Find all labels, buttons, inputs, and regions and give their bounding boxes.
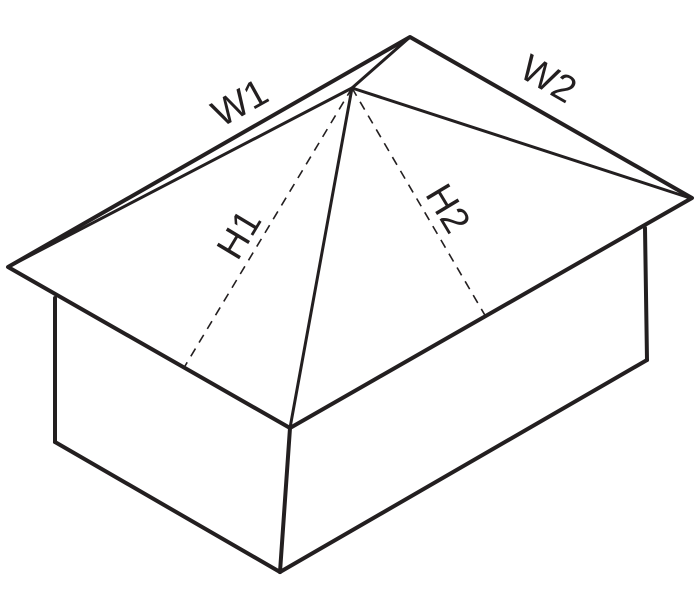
slant-height-h1-line [184, 87, 353, 367]
left-wall-face [55, 298, 290, 572]
hip-line-right [350, 86, 692, 200]
right-wall-bottom-edge [278, 358, 649, 574]
right-wall-face [280, 228, 647, 572]
roof-face [8, 37, 692, 428]
roof [6, 35, 694, 430]
left-wall-bottom-edge [53, 440, 282, 574]
front-corner-edge [278, 426, 292, 574]
right-wall-right-edge [643, 226, 649, 362]
hip-line-top [350, 35, 412, 90]
house-walls [53, 226, 649, 574]
slant-height-h2-line [351, 87, 487, 318]
hip-line-left [8, 86, 354, 268]
roof-outline [6, 35, 694, 430]
hip-line-front [288, 86, 354, 430]
